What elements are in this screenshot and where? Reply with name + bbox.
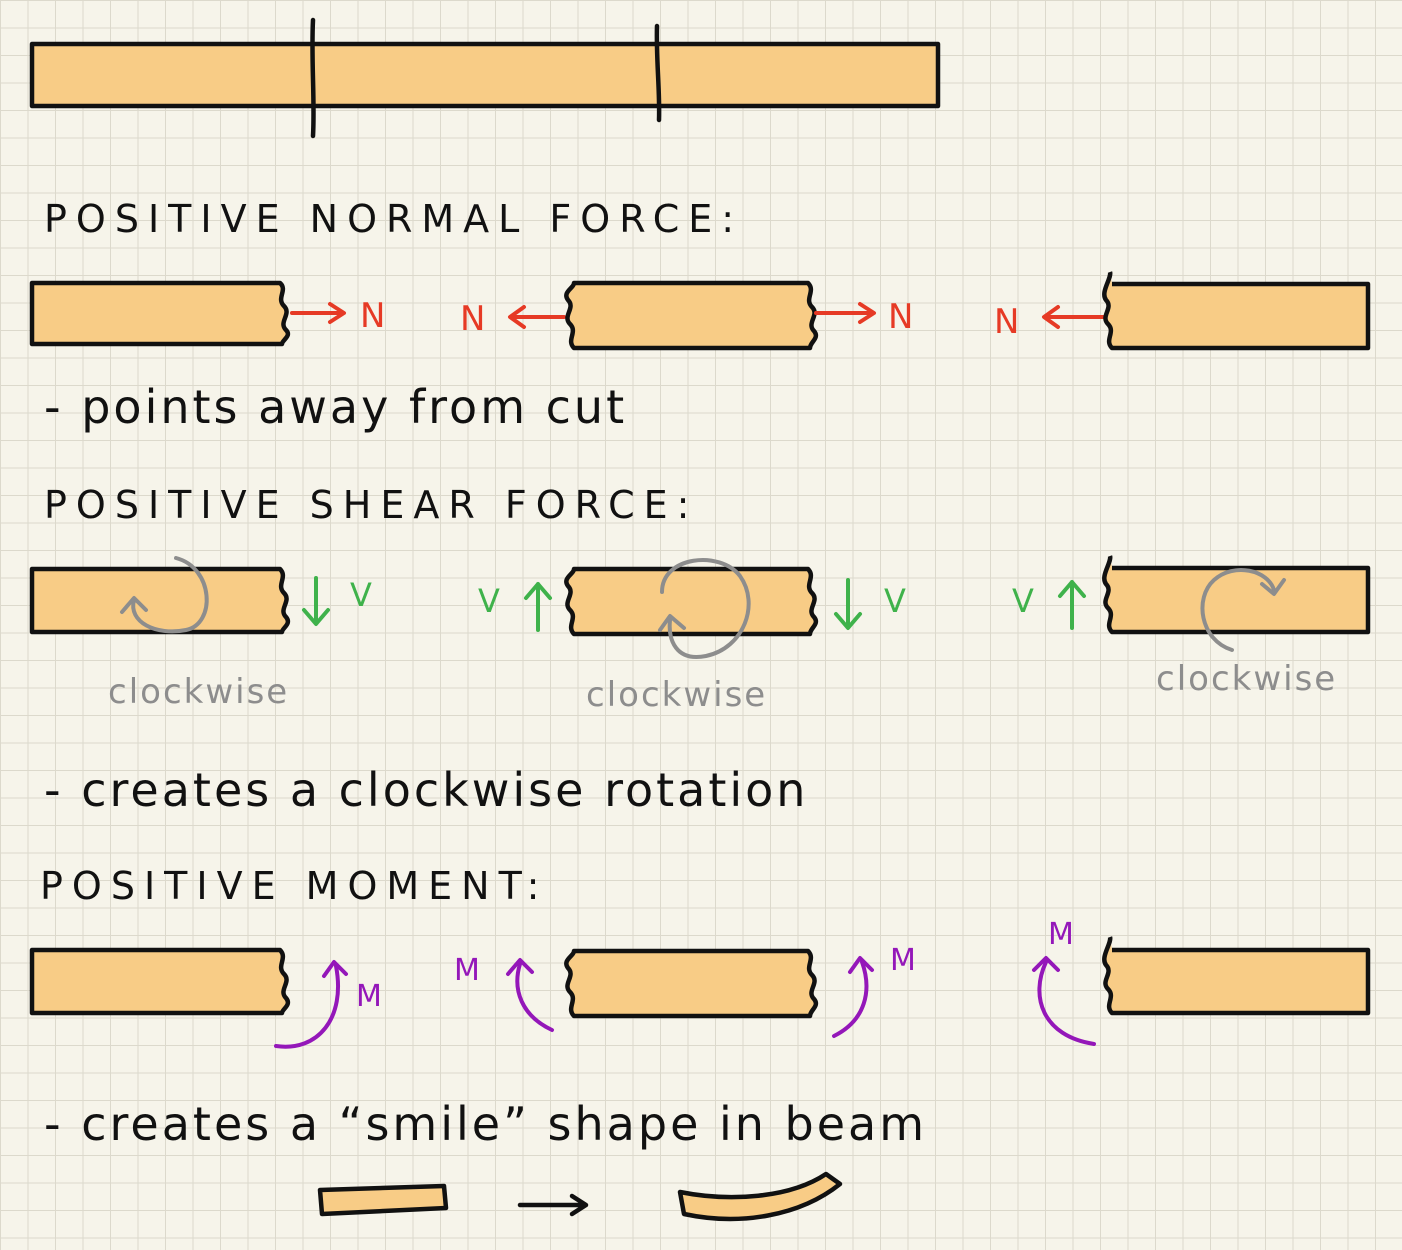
shear-label: V (884, 582, 906, 620)
normal-force-diagram: N N N N (29, 271, 1371, 351)
beam-icon (1102, 271, 1371, 351)
shear-label: V (350, 576, 372, 614)
top-beam (29, 17, 941, 139)
beam-icon (564, 948, 819, 1019)
moment-arrow-icon (515, 962, 554, 1032)
shear-arrow-up (1058, 580, 1086, 630)
beam-icon (29, 566, 291, 635)
beam-icon (564, 566, 819, 637)
bent-beam-icon (677, 1171, 843, 1222)
moment-label: M (356, 979, 382, 1014)
beam-icon (29, 280, 291, 347)
shear-heading: POSITIVE SHEAR FORCE: (44, 483, 698, 527)
shear-force-diagram: V clockwise V V clockwise V clockwise (29, 555, 1371, 715)
rotation-label: clockwise (1156, 659, 1337, 699)
beam-icon (29, 41, 941, 109)
normal-note: - points away from cut (44, 380, 627, 434)
cut-line-right (654, 23, 662, 123)
moment-diagram: M M M M (29, 917, 1371, 1049)
shear-arrow-up (524, 582, 552, 632)
rotation-arrow-icon (660, 558, 751, 659)
beam-icon (1102, 555, 1371, 635)
moment-arrow-icon (1037, 960, 1096, 1046)
moment-label: M (1048, 917, 1074, 952)
moment-label: M (890, 943, 916, 978)
cut-line-left (310, 17, 316, 139)
moment-arrow-icon (274, 964, 340, 1049)
shear-arrow-down (302, 576, 330, 626)
beam-icon (29, 947, 291, 1016)
rotation-arrow-icon (1200, 567, 1276, 652)
normal-label: N (460, 299, 485, 339)
shear-note: - creates a clockwise rotation (44, 763, 808, 817)
moment-note: - creates a “smile” shape in beam (44, 1097, 927, 1151)
rotation-label: clockwise (108, 672, 289, 712)
beam-icon (564, 280, 819, 351)
normal-heading: POSITIVE NORMAL FORCE: (44, 197, 743, 241)
rotation-label: clockwise (586, 675, 767, 715)
smile-illustration (317, 1171, 843, 1222)
moment-label: M (454, 953, 480, 988)
shear-label: V (1012, 582, 1034, 620)
normal-label: N (888, 297, 913, 337)
shear-label: V (478, 582, 500, 620)
shear-arrow-down (834, 578, 862, 630)
normal-label: N (994, 302, 1019, 342)
beam-icon (1102, 936, 1371, 1016)
arrow-icon (508, 305, 526, 329)
arrow-icon (1042, 305, 1060, 329)
beam-icon (317, 1183, 449, 1217)
rotation-arrow-icon (131, 556, 209, 634)
moment-heading: POSITIVE MOMENT: (40, 864, 548, 908)
moment-arrow-icon (832, 960, 869, 1038)
arrow-icon (517, 1193, 589, 1217)
arrow-icon (858, 302, 876, 324)
normal-label: N (360, 296, 385, 336)
